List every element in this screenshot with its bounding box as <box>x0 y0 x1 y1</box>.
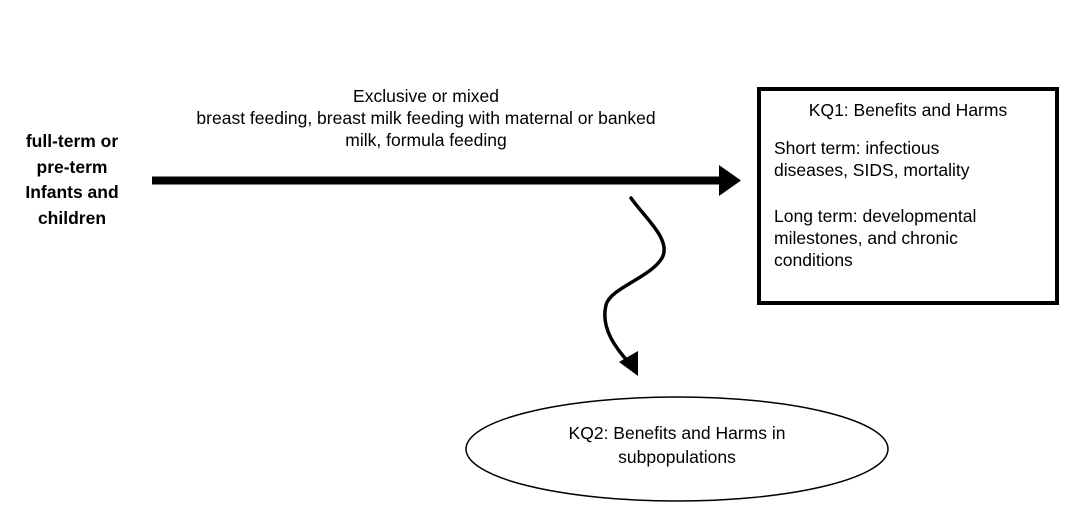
intervention-line: Exclusive or mixed <box>353 86 499 106</box>
population-label: full-term or pre-term Infants and childr… <box>8 129 136 231</box>
subpopulation-arrow-curve <box>603 196 666 366</box>
subpopulation-arrow <box>603 196 666 376</box>
kq1-outcomes-box: KQ1: Benefits and Harms Short term: infe… <box>757 87 1059 305</box>
kq1-long-term-line: conditions <box>774 250 853 270</box>
population-line: Infants and <box>25 182 119 202</box>
main-arrow <box>152 165 741 196</box>
population-line: full-term or <box>25 131 119 151</box>
population-line: children <box>37 207 107 228</box>
main-arrow-head <box>719 165 741 196</box>
kq2-line: subpopulations <box>618 447 736 467</box>
kq1-short-term-line: diseases, SIDS, mortality <box>774 160 970 180</box>
subpopulation-arrow-head <box>619 351 638 376</box>
kq2-label: KQ2: Benefits and Harms in subpopulation… <box>486 421 868 469</box>
kq1-long-term: Long term: developmental milestones, and… <box>774 205 1044 271</box>
intervention-label: Exclusive or mixed breast feeding, breas… <box>150 85 702 151</box>
population-line: pre-term <box>36 156 108 177</box>
kq1-short-term: Short term: infectious diseases, SIDS, m… <box>774 137 1044 181</box>
kq1-short-term-line: Short term: infectious <box>774 138 940 158</box>
kq1-long-term-line: milestones, and chronic <box>774 228 958 248</box>
intervention-line: breast feeding, breast milk feeding with… <box>196 108 656 128</box>
kq1-long-term-line: Long term: developmental <box>774 206 977 226</box>
kq2-line: KQ2: Benefits and Harms in <box>568 423 786 443</box>
kq1-title: KQ1: Benefits and Harms <box>808 100 1008 120</box>
intervention-line: milk, formula feeding <box>345 130 507 150</box>
kq2-ellipse <box>465 396 889 502</box>
